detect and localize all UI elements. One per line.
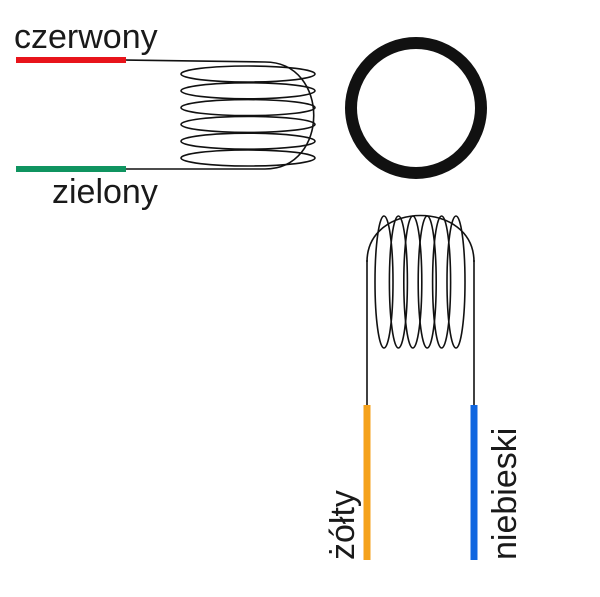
horizontal-coil-outer-arc bbox=[264, 61, 315, 170]
horizontal-coil-turn bbox=[180, 65, 316, 83]
ring-core bbox=[345, 37, 487, 179]
horizontal-coil-loops bbox=[180, 61, 316, 170]
vertical-coil-outer-arc bbox=[366, 214, 475, 263]
vertical-coil-turn bbox=[388, 215, 409, 349]
horizontal-coil-turn bbox=[180, 149, 316, 167]
horizontal-coil-turn bbox=[180, 115, 316, 134]
green-wire-label: zielony bbox=[52, 173, 158, 211]
horizontal-coil-top-lead bbox=[124, 59, 266, 63]
horizontal-coil-turn bbox=[180, 132, 316, 150]
horizontal-coil-turn bbox=[180, 82, 316, 100]
blue-wire-label: niebieski bbox=[486, 428, 524, 560]
vertical-coil-turn bbox=[402, 215, 423, 349]
vertical-coil-turn bbox=[446, 215, 466, 349]
yellow-wire-label: żółty bbox=[324, 490, 362, 560]
vertical-coil bbox=[366, 214, 475, 406]
horizontal-coil bbox=[124, 59, 316, 170]
horizontal-coil-turn bbox=[180, 98, 316, 117]
vertical-coil-turn bbox=[417, 215, 438, 349]
vertical-coil-loops bbox=[366, 214, 475, 349]
vertical-coil-turn bbox=[431, 215, 452, 349]
red-wire-label: czerwony bbox=[14, 18, 158, 56]
vertical-coil-turn bbox=[374, 215, 394, 349]
